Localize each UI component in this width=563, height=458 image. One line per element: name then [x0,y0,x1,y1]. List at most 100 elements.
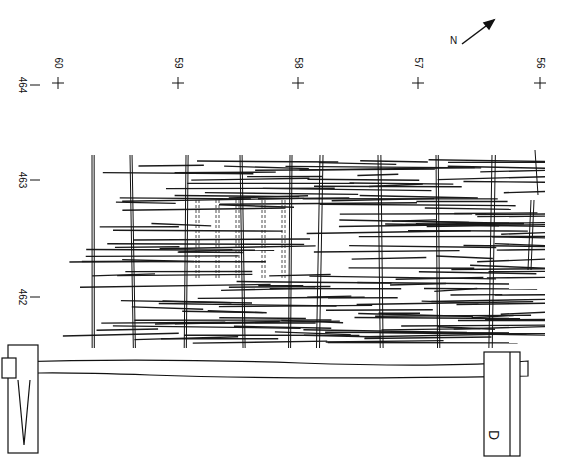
withy-stroke [489,271,545,273]
timber-beam [2,345,528,456]
withy-stroke [116,202,176,203]
withy-stroke [504,192,545,193]
withy-stroke [359,236,545,238]
withy-stroke [457,303,545,304]
withy-stroke [122,208,285,210]
stake [92,155,94,348]
withy-stroke [307,296,351,297]
withy-stroke [501,233,545,235]
withy-stroke [187,183,354,184]
grid-number: 60 [53,57,63,68]
withy-stroke [314,251,460,252]
withy-stroke [125,271,252,273]
withy-stroke [464,245,545,246]
grid-number: 59 [173,57,183,68]
withy-stroke [160,246,316,249]
withy-stroke [332,199,434,201]
withy-stroke [166,187,335,189]
grid-number: 463 [17,172,27,189]
dashed-line [282,200,285,280]
dashed-line [236,200,239,280]
withy-stroke [122,198,304,201]
withy-stroke [477,215,545,217]
withy-stroke [221,288,315,290]
withy-stroke [113,230,282,232]
withy-stroke [454,212,537,214]
withy-stroke [178,250,233,252]
withy-stroke [360,196,478,199]
withy-stroke [275,332,351,335]
withy-stroke [357,282,509,284]
withy-stroke [82,261,266,263]
withy-stroke [97,329,159,330]
withy-stroke [349,183,453,184]
withy-stroke [436,256,493,258]
withy-stroke [328,297,398,298]
withy-stroke [429,160,545,162]
withy-stroke [340,213,472,215]
withy-stroke [458,320,545,322]
grid-number: 462 [17,289,27,306]
withy-stroke [365,334,527,337]
withy-stroke [470,265,545,268]
withy-stroke [480,170,545,171]
withy-stroke [115,246,180,248]
north-label: N [450,36,457,46]
withy-stroke [352,258,427,260]
stake [289,155,292,348]
withy-stroke [113,326,301,328]
withy-stroke [309,276,496,279]
withy-stroke [425,208,511,209]
stake [436,155,440,348]
withy-stroke [463,181,545,183]
withy-stroke [219,205,294,208]
withy-stroke [339,224,524,227]
withy-stroke [151,223,211,225]
stake [378,155,383,348]
withy-stroke [299,168,474,170]
withy-stroke [220,203,417,205]
withy-stroke [208,311,267,313]
withy-stroke [269,275,330,276]
withy-stroke [375,315,531,317]
withy-stroke [132,307,203,309]
dashed-line [216,200,219,280]
withy-stroke [424,288,537,290]
withy-stroke [86,249,274,251]
withy-stroke [133,239,310,240]
withy-stroke [193,341,327,343]
withy-stroke [197,161,338,162]
withy-stroke [349,267,475,269]
withy-stroke [492,237,545,238]
withy-stroke [100,226,179,228]
grid-number: 56 [535,57,545,68]
withy-stroke [63,333,179,336]
withy-stroke [92,274,155,276]
grid-number: 57 [413,57,423,68]
withy-stroke [497,249,545,251]
dashed-line [262,200,265,280]
feature-letter: D [487,430,501,440]
stake [489,155,495,348]
withy-stroke [247,176,322,178]
wattle-hurdle [63,150,545,348]
withy-stroke [307,231,471,234]
grid-number: 464 [17,77,27,94]
stake [316,155,323,348]
withy-stroke [401,324,545,326]
grid-number: 58 [293,57,303,68]
withy-stroke [107,243,304,245]
withy-stroke [382,329,481,330]
withy-stroke [360,161,428,162]
withy-stroke [448,162,545,164]
withy-stroke [307,179,419,181]
withy-stroke [450,294,502,296]
withy-stroke [390,284,446,285]
stake [184,155,188,348]
withy-stroke [339,220,469,222]
withy-stroke [369,184,423,186]
withy-stroke [139,165,204,167]
withy-stroke [184,335,359,337]
